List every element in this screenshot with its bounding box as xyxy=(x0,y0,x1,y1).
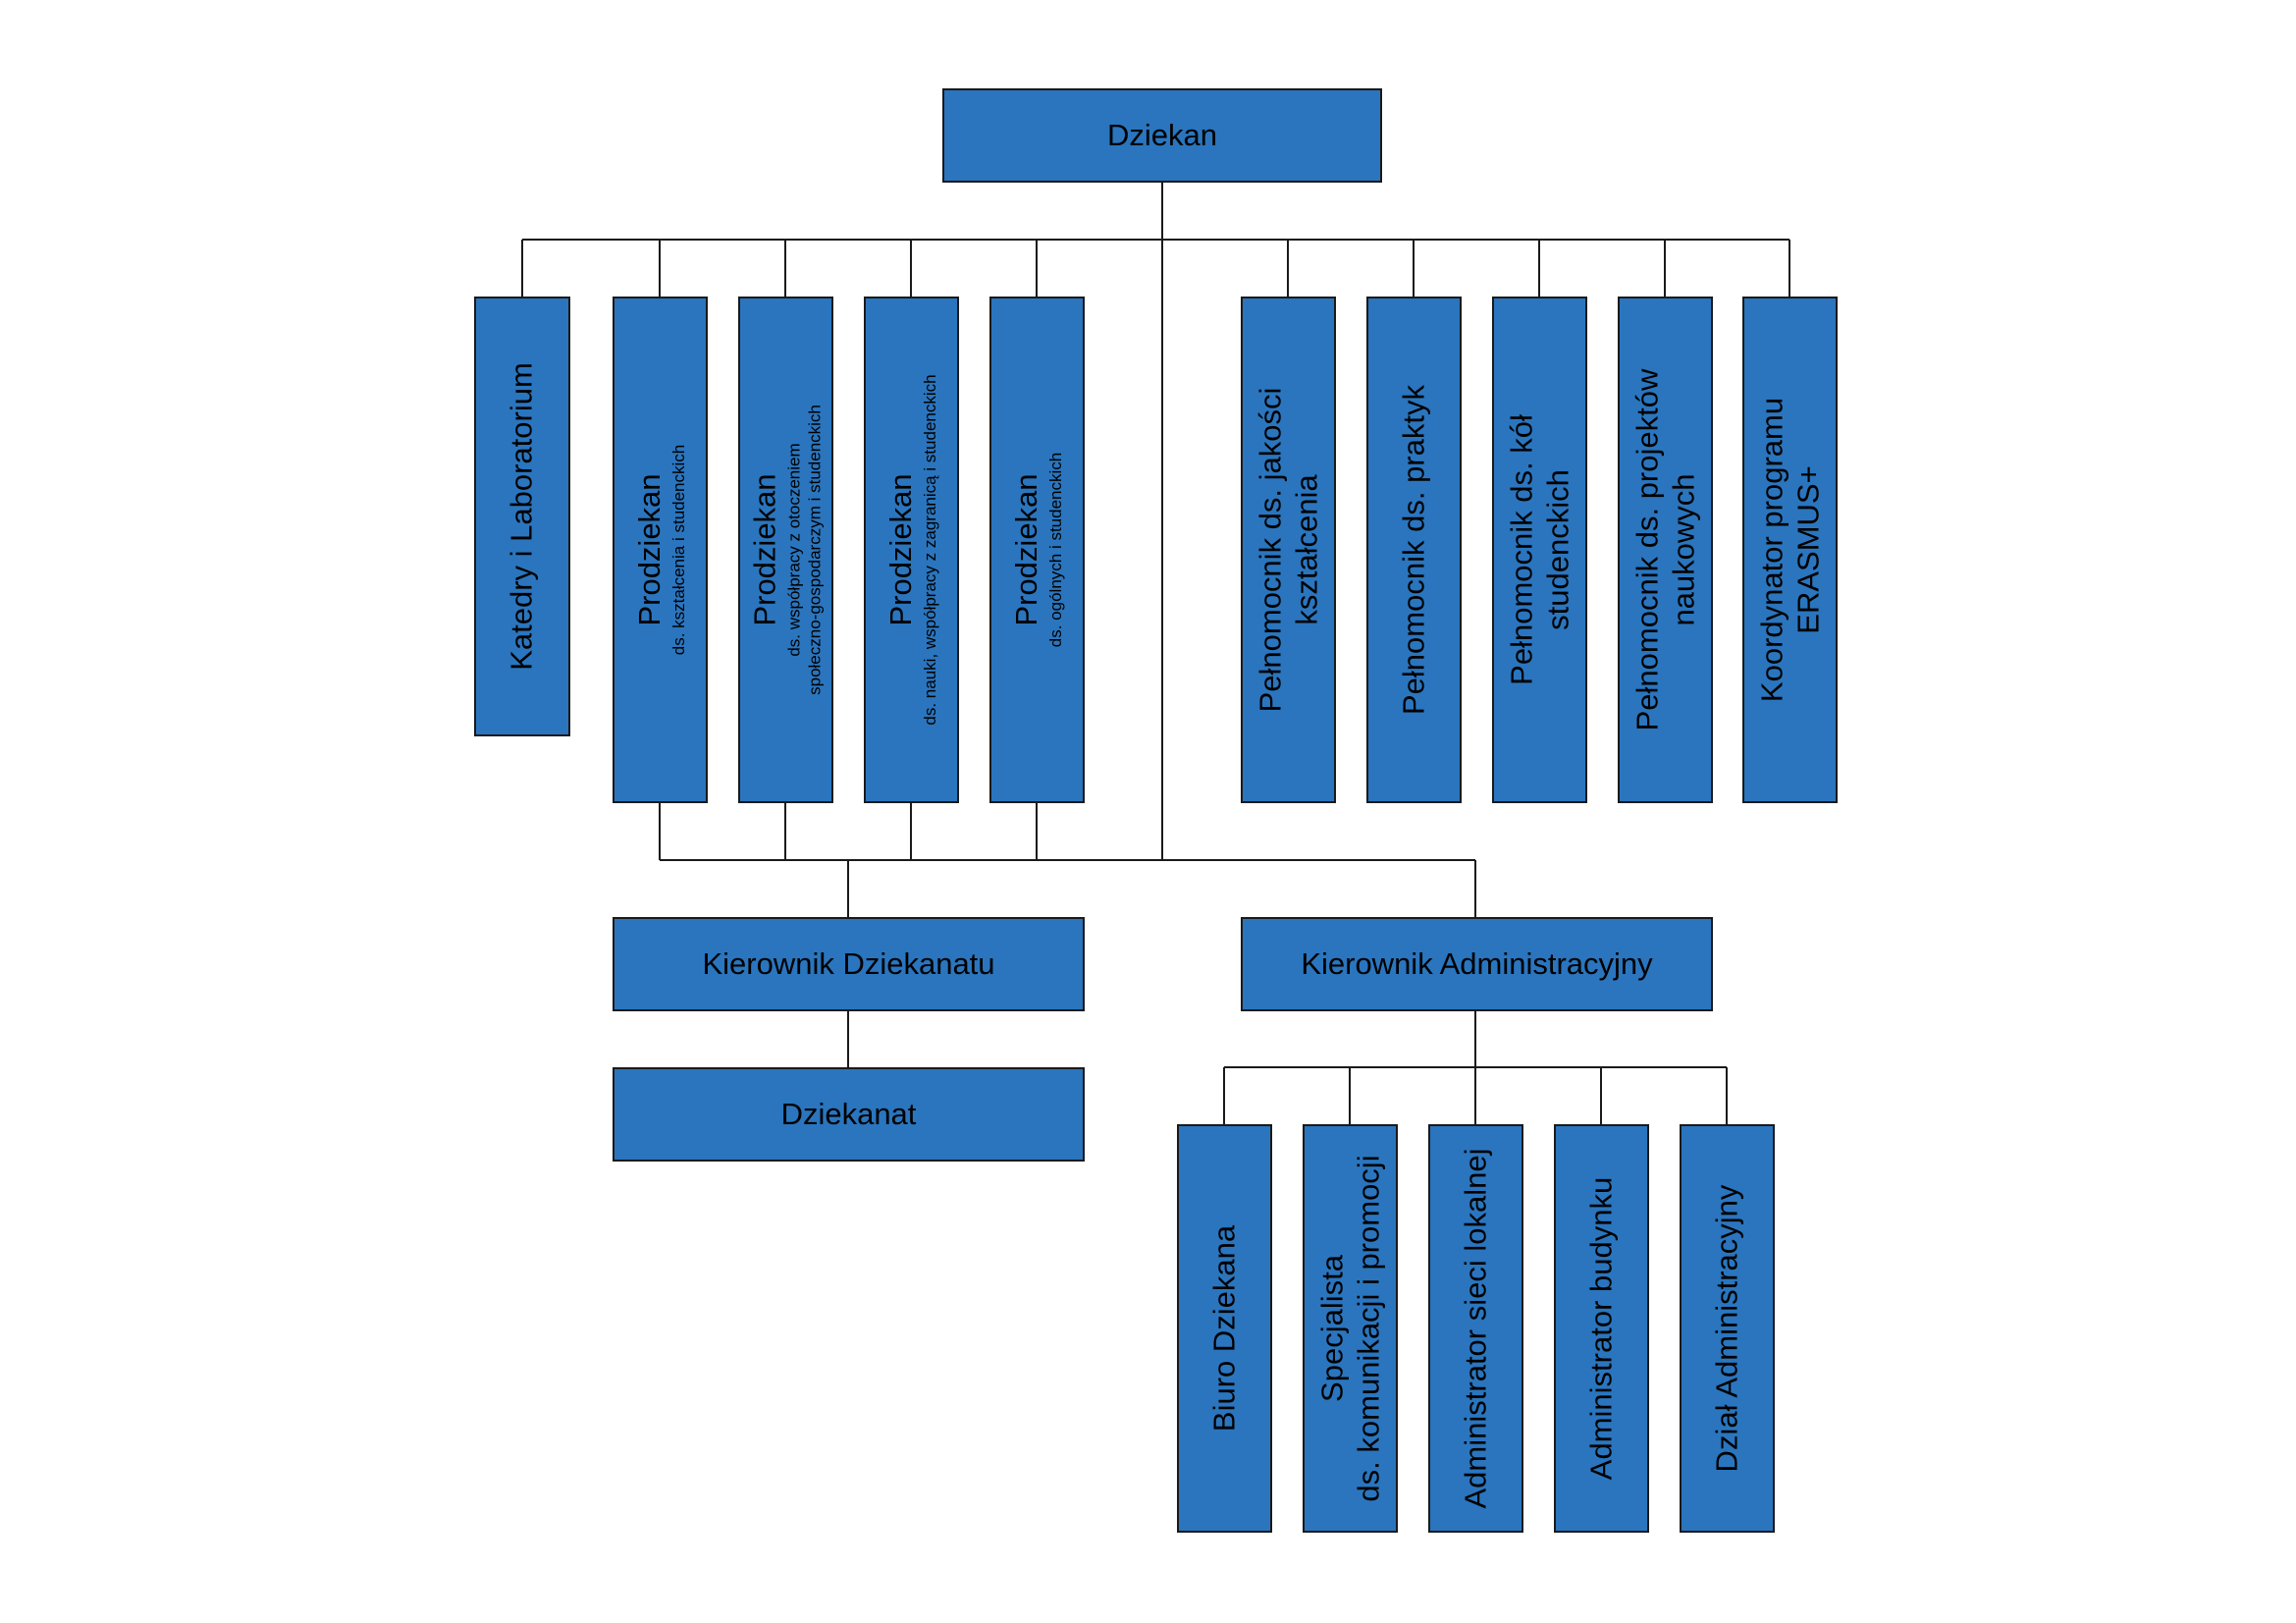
koordynator-erasmus-line-1: Koordynator programu xyxy=(1753,397,1789,703)
specjalista-line-2: ds. komunikacji i promocji xyxy=(1350,1155,1385,1502)
pelnomocnik-projektow-line-1: Pełnomocnik ds. projektów xyxy=(1629,368,1664,731)
prodziekan-ogolnych-subtitle: ds. ogólnych i studenckich xyxy=(1045,452,1065,648)
prodziekan-nauki-box: Prodziekan ds. nauki, współpracy z zagra… xyxy=(864,297,959,803)
kierownik-administracyjny-box: Kierownik Administracyjny xyxy=(1241,917,1713,1011)
administrator-sieci-box: Administrator sieci lokalnej xyxy=(1428,1124,1523,1533)
administrator-budynku-box: Administrator budynku xyxy=(1554,1124,1649,1533)
pelnomocnik-jakosci-line-2: kształcenia xyxy=(1288,474,1323,625)
pelnomocnik-projektow-box: Pełnomocnik ds. projektów naukowych xyxy=(1618,297,1713,803)
biuro-dziekana-box: Biuro Dziekana xyxy=(1177,1124,1272,1533)
prodziekan-otoczenie-title: Prodziekan xyxy=(746,473,781,626)
prodziekan-nauki-title: Prodziekan xyxy=(882,473,918,626)
prodziekan-ksztalcenia-subtitle: ds. kształcenia i studenckich xyxy=(668,444,688,656)
pelnomocnik-jakosci-line-1: Pełnomocnik ds. jakości xyxy=(1252,387,1287,713)
pelnomocnik-projektow-line-2: naukowych xyxy=(1665,473,1700,626)
prodziekan-otoczenie-box: Prodziekan ds. współpracy z otoczeniem s… xyxy=(738,297,833,803)
kierownik-administracyjny-label: Kierownik Administracyjny xyxy=(1301,947,1653,982)
specjalista-line-1: Specjalista xyxy=(1313,1255,1349,1402)
dziekan-box: Dziekan xyxy=(942,88,1382,183)
dziekanat-box: Dziekanat xyxy=(613,1067,1085,1162)
administrator-sieci-label: Administrator sieci lokalnej xyxy=(1458,1148,1493,1509)
administrator-budynku-label: Administrator budynku xyxy=(1583,1176,1619,1481)
specjalista-box: Specjalista ds. komunikacji i promocji xyxy=(1303,1124,1398,1533)
koordynator-erasmus-line-2: ERASMUS+ xyxy=(1789,465,1825,634)
prodziekan-nauki-subtitle: ds. nauki, współpracy z zagranicą i stud… xyxy=(920,374,939,726)
kierownik-dziekanatu-label: Kierownik Dziekanatu xyxy=(702,947,995,982)
biuro-dziekana-label: Biuro Dziekana xyxy=(1206,1224,1242,1433)
pelnomocnik-kol-line-1: Pełnomocnik ds. kół xyxy=(1503,414,1538,685)
prodziekan-ogolnych-box: Prodziekan ds. ogólnych i studenckich xyxy=(989,297,1085,803)
pelnomocnik-praktyk-label: Pełnomocnik ds. praktyk xyxy=(1396,385,1431,715)
prodziekan-otoczenie-subtitle-1: ds. współpracy z otoczeniem xyxy=(783,443,803,657)
kierownik-dziekanatu-box: Kierownik Dziekanatu xyxy=(613,917,1085,1011)
pelnomocnik-praktyk-box: Pełnomocnik ds. praktyk xyxy=(1366,297,1462,803)
prodziekan-otoczenie-subtitle-2: społeczno-gospodarczym i studenckich xyxy=(804,405,824,695)
dziekan-label: Dziekan xyxy=(1107,118,1217,153)
katedry-box: Katedry i Laboratorium xyxy=(474,297,570,736)
pelnomocnik-jakosci-box: Pełnomocnik ds. jakości kształcenia xyxy=(1241,297,1336,803)
dzial-administracyjny-label: Dział Administracyjny xyxy=(1709,1184,1744,1473)
prodziekan-ksztalcenia-box: Prodziekan ds. kształcenia i studenckich xyxy=(613,297,708,803)
prodziekan-ogolnych-title: Prodziekan xyxy=(1008,473,1043,626)
koordynator-erasmus-box: Koordynator programu ERASMUS+ xyxy=(1742,297,1838,803)
dzial-administracyjny-box: Dział Administracyjny xyxy=(1680,1124,1775,1533)
pelnomocnik-kol-line-2: studenckich xyxy=(1539,469,1575,630)
katedry-label: Katedry i Laboratorium xyxy=(504,362,539,671)
prodziekan-ksztalcenia-title: Prodziekan xyxy=(631,473,667,626)
pelnomocnik-kol-box: Pełnomocnik ds. kół studenckich xyxy=(1492,297,1587,803)
dziekanat-label: Dziekanat xyxy=(780,1097,917,1132)
